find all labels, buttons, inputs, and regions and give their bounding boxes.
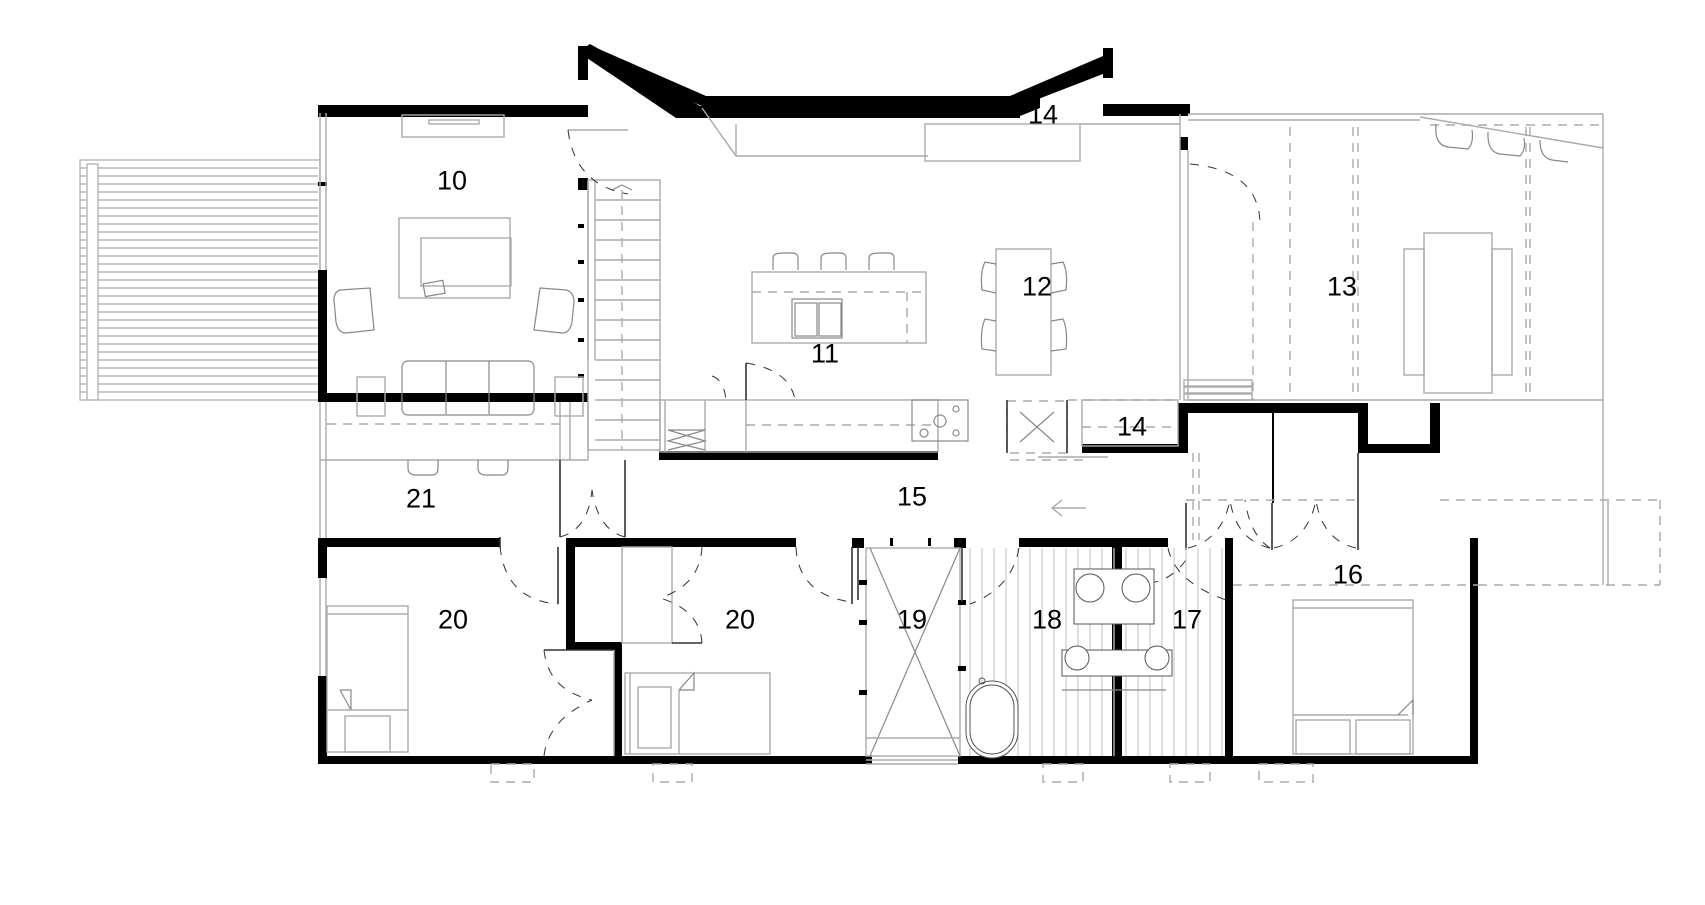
room-label-10: 10 bbox=[436, 165, 468, 196]
room-label-20-west: 20 bbox=[437, 604, 469, 635]
room-label-13: 13 bbox=[1326, 271, 1358, 302]
room-label-16: 16 bbox=[1332, 559, 1364, 590]
room-label-18: 18 bbox=[1031, 604, 1063, 635]
thin-lines bbox=[319, 107, 1661, 783]
room-label-12: 12 bbox=[1021, 271, 1053, 302]
room-label-15: 15 bbox=[896, 481, 928, 512]
room-label-21: 21 bbox=[405, 483, 437, 514]
room-label-14-store: 14 bbox=[1116, 411, 1148, 442]
room-label-17: 17 bbox=[1171, 604, 1203, 635]
room-label-20-east: 20 bbox=[724, 604, 756, 635]
room-label-14-top: 14 bbox=[1027, 99, 1059, 130]
room-label-19: 19 bbox=[896, 604, 928, 635]
walls bbox=[318, 44, 1478, 764]
deck bbox=[79, 159, 321, 401]
room-label-11: 11 bbox=[810, 338, 840, 369]
